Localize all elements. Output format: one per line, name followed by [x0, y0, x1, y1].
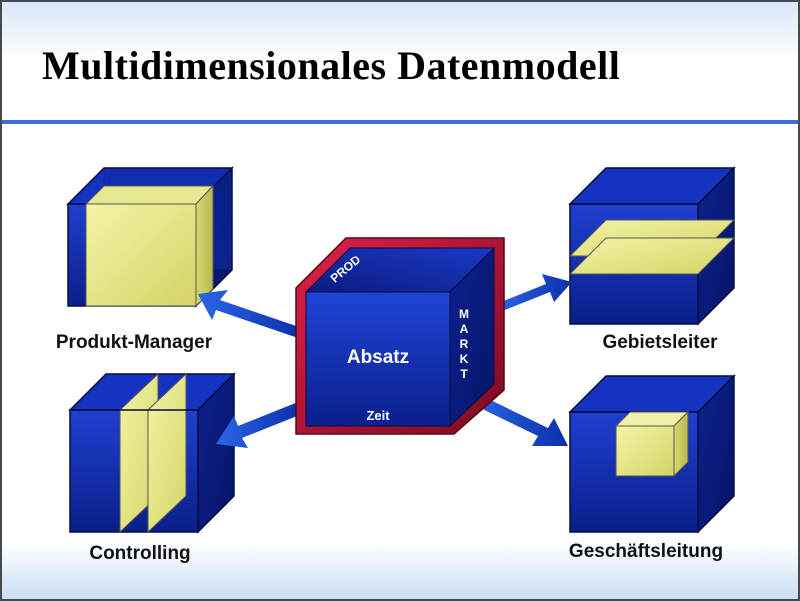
cube-produkt-manager: [66, 166, 234, 308]
label-controlling: Controlling: [89, 543, 190, 564]
center-cube-absatz: [295, 237, 505, 435]
region-slice-2: [568, 237, 736, 275]
cube-geschaeftsleitung: [568, 374, 736, 534]
arrow-to-gebietsleiter: [496, 274, 572, 312]
label-gebietsleiter: Gebietsleiter: [602, 332, 718, 353]
axis-label-markt-letter: K: [460, 352, 469, 366]
arrow-to-produkt-manager: [198, 290, 302, 338]
aggregate-subcube: [615, 425, 675, 477]
axis-label-markt-letter: R: [460, 337, 469, 351]
label-produkt-manager: Produkt-Manager: [56, 332, 213, 353]
axis-label-markt-letter: T: [460, 367, 468, 381]
label-geschaeftsleitung: Geschäftsleitung: [569, 541, 723, 562]
product-slice: [85, 203, 197, 307]
cube-gebietsleiter: [568, 166, 736, 326]
center-label: Absatz: [347, 347, 409, 368]
slide-title: Multidimensionales Datenmodell: [42, 43, 621, 88]
axis-label-markt-letter: M: [459, 307, 469, 321]
time-slice-2: [147, 372, 187, 534]
axis-label-zeit: Zeit: [366, 408, 390, 423]
arrow-to-controlling: [216, 402, 302, 448]
arrow-to-geschaeftsleitung: [472, 394, 568, 446]
title-divider: [2, 120, 798, 124]
cube-controlling: [68, 372, 236, 534]
axis-label-markt-letter: A: [460, 322, 469, 336]
